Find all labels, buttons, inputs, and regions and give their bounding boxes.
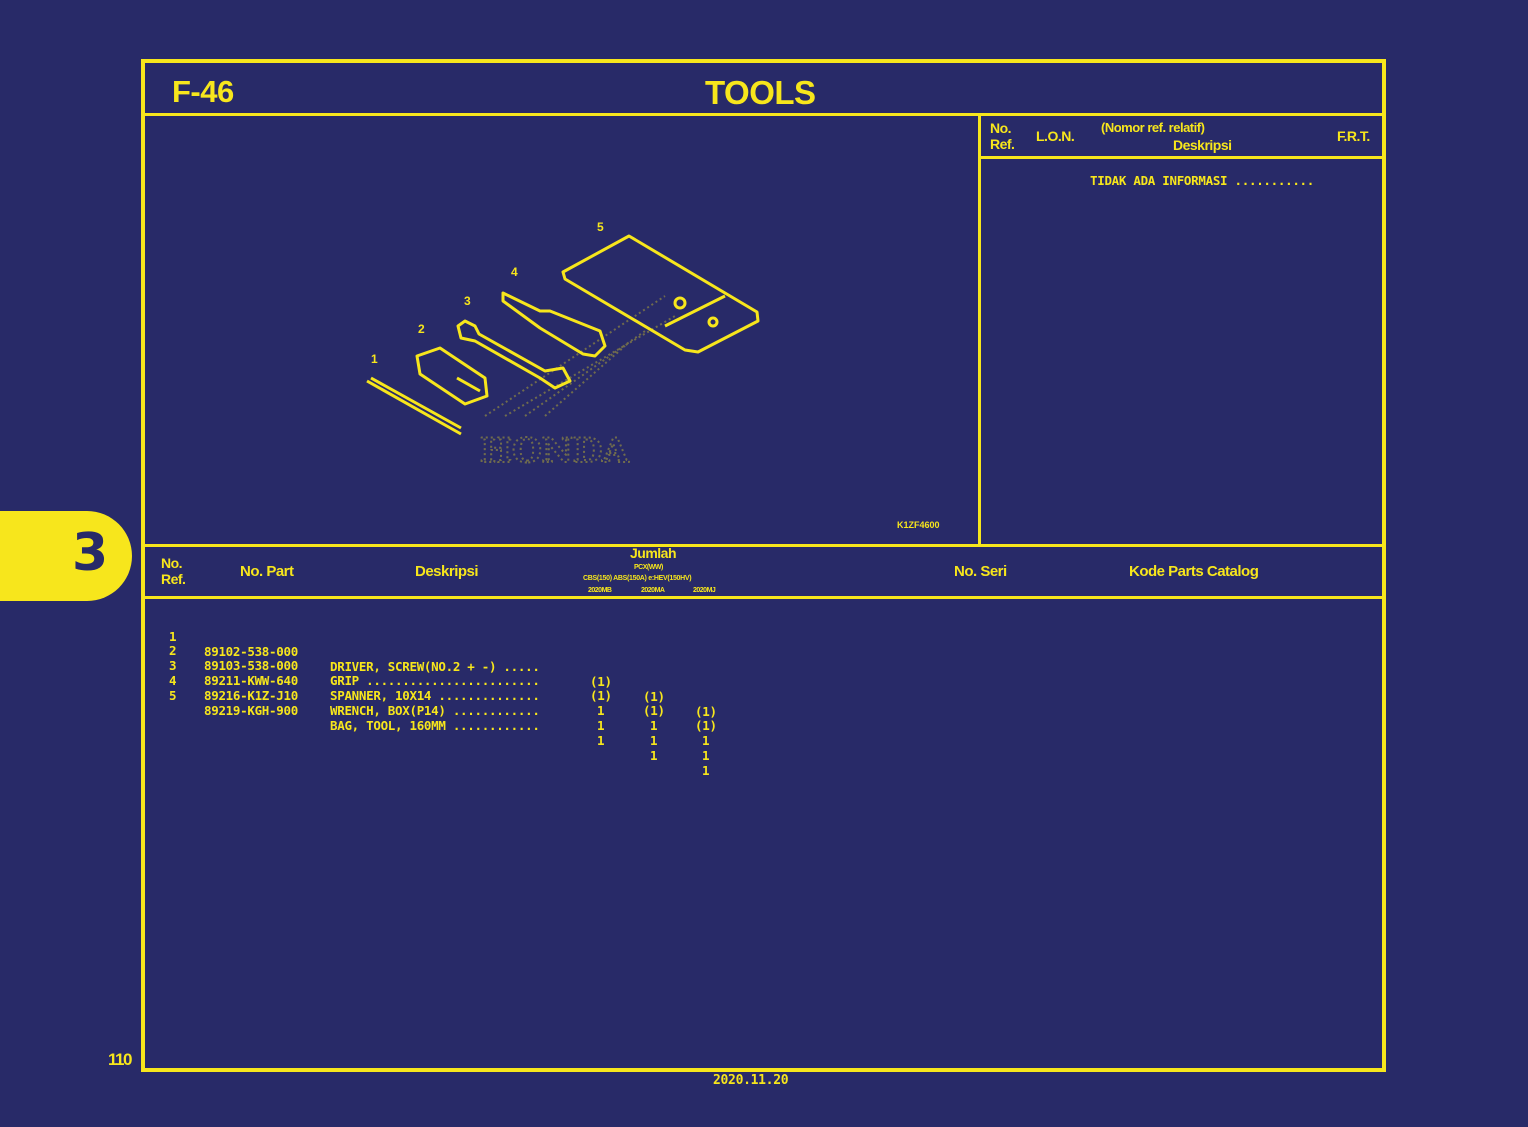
qty: (1) xyxy=(695,704,717,719)
honda-watermark: HONDA xyxy=(479,295,676,472)
qty: (1) xyxy=(643,689,665,704)
figure-code: F-46 xyxy=(172,74,234,109)
ref: 4 xyxy=(169,673,177,688)
qty: 1 xyxy=(597,718,605,733)
description: SPANNER, 10X14 .............. xyxy=(330,688,540,703)
parts-diagram: HONDA 1 2 3 4 5 K1ZF4600 xyxy=(366,220,940,530)
col-kode-parts: Kode Parts Catalog xyxy=(1129,563,1259,580)
col-year-2: 2020MA xyxy=(641,587,665,594)
box-wrench-part-4 xyxy=(501,291,607,358)
qty: (1) xyxy=(643,703,665,718)
qty: 1 xyxy=(702,763,710,778)
spanner-part-3 xyxy=(456,319,572,390)
col-year-1: 2020MB xyxy=(588,587,612,594)
diagram-code: K1ZF4600 xyxy=(897,520,940,530)
description: BAG, TOOL, 160MM ............ xyxy=(330,718,540,733)
description: DRIVER, SCREW(NO.2 + -) ..... xyxy=(330,659,540,674)
ref-header-nomor: (Nomor ref. relatif) xyxy=(1101,120,1205,135)
divider xyxy=(143,113,1382,116)
page-title: TOOLS xyxy=(705,74,816,111)
table-row: 1 89102-538-000 DRIVER, SCREW(NO.2 + -) … xyxy=(0,614,717,719)
col-no-part: No. Part xyxy=(240,563,294,580)
part-number: 89219-KGH-900 xyxy=(204,703,298,718)
ref-header-no-ref: No.Ref. xyxy=(990,120,1015,152)
page-frame xyxy=(141,59,1386,1072)
part-number: 89216-K1Z-J10 xyxy=(204,688,298,703)
ref-header-deskripsi: Deskripsi xyxy=(1173,137,1232,153)
page-number: 110 xyxy=(108,1050,132,1069)
description: GRIP ........................ xyxy=(330,673,540,688)
description: WRENCH, BOX(P14) ............ xyxy=(330,703,540,718)
qty: 1 xyxy=(650,748,658,763)
tool-bag-part-5 xyxy=(561,234,760,354)
grip-part-2 xyxy=(415,346,489,406)
qty: (1) xyxy=(590,674,612,689)
qty: 1 xyxy=(597,733,605,748)
col-jumlah: Jumlah xyxy=(630,545,677,561)
ref: 1 xyxy=(169,629,177,644)
col-deskripsi: Deskripsi xyxy=(415,563,479,580)
callout-1: 1 xyxy=(371,352,378,366)
ref: 2 xyxy=(169,643,177,658)
callout-2: 2 xyxy=(418,322,425,336)
svg-text:HONDA: HONDA xyxy=(480,431,629,471)
part-number: 89102-538-000 xyxy=(204,644,298,659)
section-tab: 3 xyxy=(0,511,132,601)
part-number: 89211-KWW-640 xyxy=(204,673,298,688)
qty: 1 xyxy=(650,733,658,748)
col-no-seri: No. Seri xyxy=(954,563,1007,580)
divider xyxy=(143,544,1382,547)
qty: 1 xyxy=(597,703,605,718)
ref-header-frt: F.R.T. xyxy=(1337,128,1370,144)
ref: 3 xyxy=(169,658,177,673)
table-row: 5 89219-KGH-900 BAG, TOOL, 160MM .......… xyxy=(0,673,710,778)
part-number: 89103-538-000 xyxy=(204,658,298,673)
qty: 1 xyxy=(702,748,710,763)
callout-3: 3 xyxy=(464,294,471,308)
ref-header-lon: L.O.N. xyxy=(1036,128,1075,144)
qty: (1) xyxy=(590,688,612,703)
divider xyxy=(143,596,1382,599)
col-no-ref: No.Ref. xyxy=(161,555,186,587)
table-row: 3 89211-KWW-640 SPANNER, 10X14 .........… xyxy=(0,643,710,748)
qty: (1) xyxy=(695,718,717,733)
ref: 5 xyxy=(169,688,177,703)
qty: 1 xyxy=(650,718,658,733)
print-date: 2020.11.20 xyxy=(713,1073,789,1088)
no-info-message: TIDAK ADA INFORMASI ........... xyxy=(1090,173,1314,188)
table-row: 4 89216-K1Z-J10 WRENCH, BOX(P14) .......… xyxy=(0,658,710,763)
callout-5: 5 xyxy=(597,220,604,234)
qty: 1 xyxy=(702,733,710,748)
col-model: PCX(WW) xyxy=(634,564,663,571)
table-row: 2 89103-538-000 GRIP ...................… xyxy=(0,628,717,733)
divider xyxy=(979,156,1382,159)
callout-4: 4 xyxy=(511,265,518,279)
divider xyxy=(978,115,981,546)
screwdriver-part-1 xyxy=(366,376,462,436)
col-year-3: 2020MJ xyxy=(693,587,716,594)
col-variants: CBS(150) ABS(150A) e:HEV(150HV) xyxy=(583,575,692,582)
